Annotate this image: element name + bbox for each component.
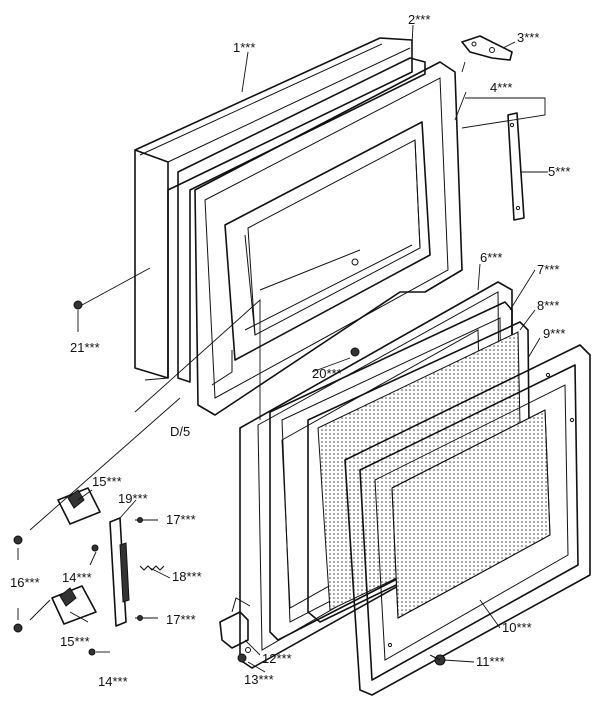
label-part-11: 11*** [476, 654, 505, 669]
outer-door-panel [134, 37, 413, 381]
label-part-14-upper: 14*** [62, 570, 92, 585]
label-part-17-lower: 17*** [166, 612, 196, 627]
label-part-8: 8*** [537, 298, 559, 313]
label-part-10: 10*** [502, 620, 532, 635]
outer-window-frame [344, 344, 591, 696]
hinge-bracket-12 [219, 597, 251, 649]
callout-labels: 1*** 2*** 3*** 4*** 5*** 6*** 7*** 8*** … [10, 12, 570, 689]
part-4-leader-box [461, 61, 546, 129]
screw-21 [73, 300, 83, 332]
label-part-16: 16*** [10, 575, 40, 590]
screw-13 [237, 647, 251, 663]
screws-14 [88, 544, 99, 656]
label-part-6: 6*** [480, 250, 502, 265]
side-strip [507, 112, 525, 221]
label-part-19: 19*** [118, 491, 148, 506]
label-part-18: 18*** [172, 569, 202, 584]
label-part-12: 12*** [262, 651, 292, 666]
label-part-15-upper: 15*** [92, 474, 122, 489]
door-gasket-frame [177, 57, 426, 383]
label-part-4: 4*** [490, 80, 512, 95]
screw-20 [350, 347, 360, 357]
label-part-7: 7*** [537, 262, 559, 277]
label-part-21: 21*** [70, 340, 100, 355]
screws-17 [135, 517, 158, 621]
label-part-1: 1*** [233, 40, 255, 55]
label-part-14-lower: 14*** [98, 674, 128, 689]
diagram-note: D/5 [170, 424, 190, 439]
label-part-15-lower: 15*** [60, 634, 90, 649]
hinge-bar [109, 517, 130, 627]
label-part-17-upper: 17*** [166, 512, 196, 527]
label-part-2: 2*** [408, 12, 430, 27]
hinge-clip-upper [57, 487, 101, 525]
inner-door-liner [194, 61, 463, 416]
label-part-20: 20*** [312, 366, 342, 381]
label-part-3: 3*** [517, 30, 539, 45]
leader-lines [29, 24, 548, 673]
label-part-9: 9*** [543, 326, 565, 341]
label-part-13: 13*** [244, 672, 274, 687]
spring-18 [139, 565, 165, 571]
screws-16 [13, 535, 23, 633]
latch-bracket [461, 35, 513, 61]
screw-11 [429, 654, 446, 666]
hinge-clip-lower [51, 585, 97, 625]
label-part-5: 5*** [548, 164, 570, 179]
